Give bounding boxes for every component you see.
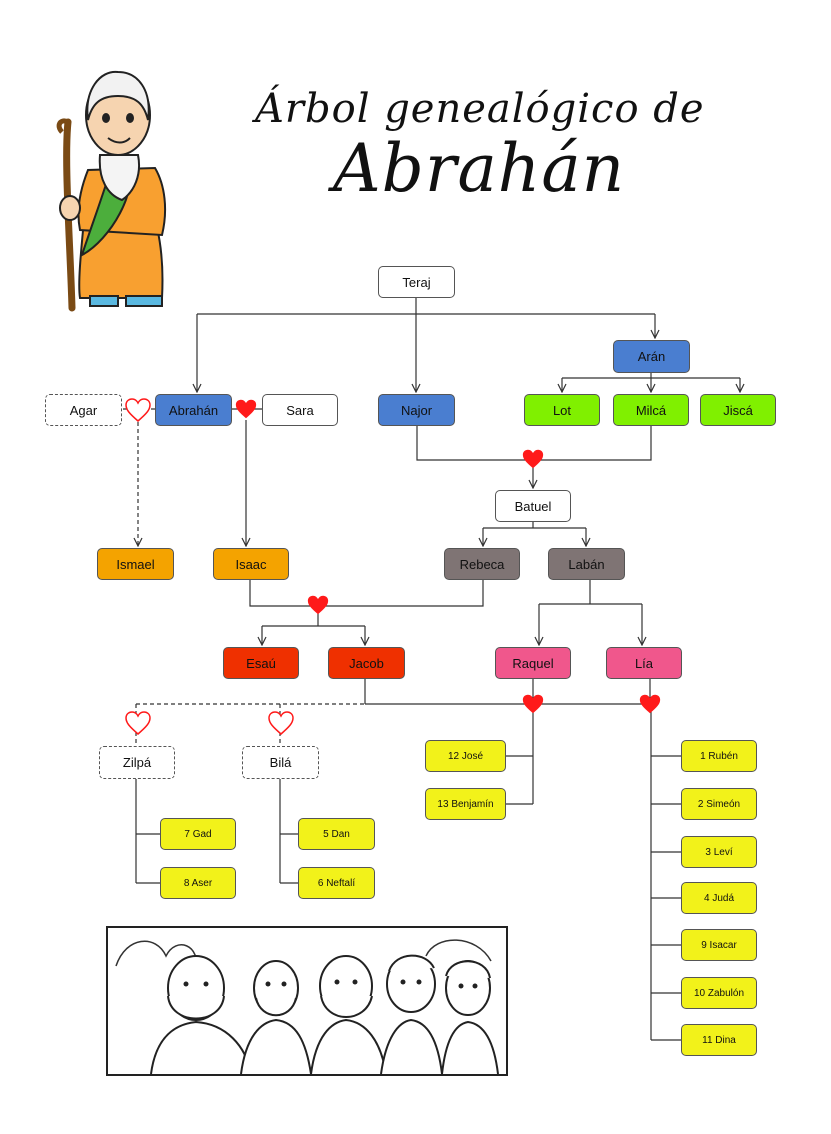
heart-outline-icon bbox=[125, 398, 151, 422]
node-levi: 3 Leví bbox=[681, 836, 757, 868]
node-aser: 8 Aser bbox=[160, 867, 236, 899]
node-juda: 4 Judá bbox=[681, 882, 757, 914]
node-benjamin: 13 Benjamín bbox=[425, 788, 506, 820]
node-agar: Agar bbox=[45, 394, 122, 426]
node-rebeca: Rebeca bbox=[444, 548, 520, 580]
title-line-2: Abrahán bbox=[333, 130, 626, 207]
node-isaac: Isaac bbox=[213, 548, 289, 580]
node-zilpa: Zilpá bbox=[99, 746, 175, 779]
node-zabulon: 10 Zabulón bbox=[681, 977, 757, 1009]
heart-icon bbox=[522, 694, 544, 714]
node-ruben: 1 Rubén bbox=[681, 740, 757, 772]
node-laban: Labán bbox=[548, 548, 625, 580]
node-bila: Bilá bbox=[242, 746, 319, 779]
node-dina: 11 Dina bbox=[681, 1024, 757, 1056]
node-aran: Arán bbox=[613, 340, 690, 373]
node-isacar: 9 Isacar bbox=[681, 929, 757, 961]
heart-icon bbox=[307, 595, 329, 615]
node-najor: Najor bbox=[378, 394, 455, 426]
node-jisca: Jiscá bbox=[700, 394, 776, 426]
node-neftali: 6 Neftalí bbox=[298, 867, 375, 899]
node-jose: 12 José bbox=[425, 740, 506, 772]
node-lot: Lot bbox=[524, 394, 600, 426]
old-man-with-staff-illustration bbox=[56, 70, 167, 312]
node-simeon: 2 Simeón bbox=[681, 788, 757, 820]
node-abrahan: Abrahán bbox=[155, 394, 232, 426]
heart-icon bbox=[235, 399, 257, 419]
node-jacob: Jacob bbox=[328, 647, 405, 679]
node-sara: Sara bbox=[262, 394, 338, 426]
node-teraj: Teraj bbox=[378, 266, 455, 298]
node-gad: 7 Gad bbox=[160, 818, 236, 850]
node-dan: 5 Dan bbox=[298, 818, 375, 850]
heart-outline-icon bbox=[125, 711, 151, 735]
heart-outline-icon bbox=[268, 711, 294, 735]
node-milca: Milcá bbox=[613, 394, 689, 426]
node-raquel: Raquel bbox=[495, 647, 571, 679]
heart-icon bbox=[522, 449, 544, 469]
node-batuel: Batuel bbox=[495, 490, 571, 522]
group-of-men-illustration bbox=[106, 926, 508, 1076]
title-line-1: Árbol genealógico de bbox=[255, 86, 705, 132]
node-lia: Lía bbox=[606, 647, 682, 679]
node-esau: Esaú bbox=[223, 647, 299, 679]
heart-icon bbox=[639, 694, 661, 714]
node-ismael: Ismael bbox=[97, 548, 174, 580]
